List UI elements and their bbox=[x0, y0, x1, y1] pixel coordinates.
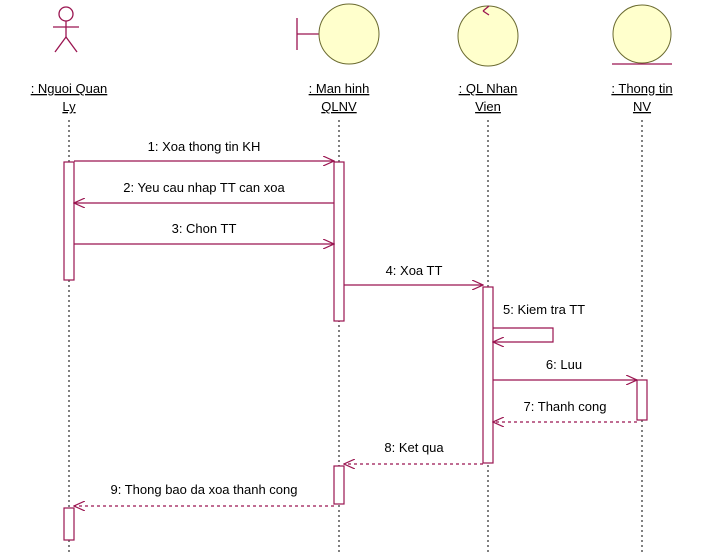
boundary-icon bbox=[296, 3, 380, 65]
message-label: 3: Chon TT bbox=[172, 221, 237, 236]
activation-bar bbox=[636, 379, 648, 421]
message-label: 4: Xoa TT bbox=[386, 263, 443, 278]
activation-bar bbox=[333, 161, 345, 322]
lifeline-name: NV bbox=[633, 99, 651, 114]
activation-bar bbox=[482, 286, 494, 464]
control-icon bbox=[457, 5, 519, 67]
lifeline-label-actor: : Nguoi Quan Ly bbox=[31, 81, 108, 114]
message-label: 1: Xoa thong tin KH bbox=[148, 139, 261, 154]
message-label: 9: Thong bao da xoa thanh cong bbox=[111, 482, 298, 497]
message-arrow bbox=[493, 327, 554, 342]
lifeline-name: : QL Nhan bbox=[459, 81, 518, 96]
lifeline-name: QLNV bbox=[321, 99, 357, 114]
lifeline-name: : Nguoi Quan bbox=[31, 81, 108, 96]
activation-bar bbox=[63, 161, 75, 281]
activation-bar bbox=[63, 507, 75, 541]
lifeline-name: Vien bbox=[475, 99, 501, 114]
actor-icon bbox=[53, 6, 79, 53]
activation-bar bbox=[333, 465, 345, 505]
message-label: 2: Yeu cau nhap TT can xoa bbox=[123, 180, 285, 195]
lifeline-label-boundary: : Man hinh QLNV bbox=[309, 81, 370, 114]
lifeline-name: : Man hinh bbox=[309, 81, 370, 96]
lifeline-name: Ly bbox=[62, 99, 76, 114]
lifeline-label-control: : QL Nhan Vien bbox=[459, 81, 518, 114]
message-label: 5: Kiem tra TT bbox=[503, 302, 585, 317]
lifeline-name: : Thong tin bbox=[611, 81, 672, 96]
lifeline-label-entity: : Thong tin NV bbox=[611, 81, 672, 114]
message-label: 8: Ket qua bbox=[384, 440, 444, 455]
message-label: 7: Thanh cong bbox=[524, 399, 607, 414]
entity-icon bbox=[612, 4, 672, 65]
message-label: 6: Luu bbox=[546, 357, 582, 372]
